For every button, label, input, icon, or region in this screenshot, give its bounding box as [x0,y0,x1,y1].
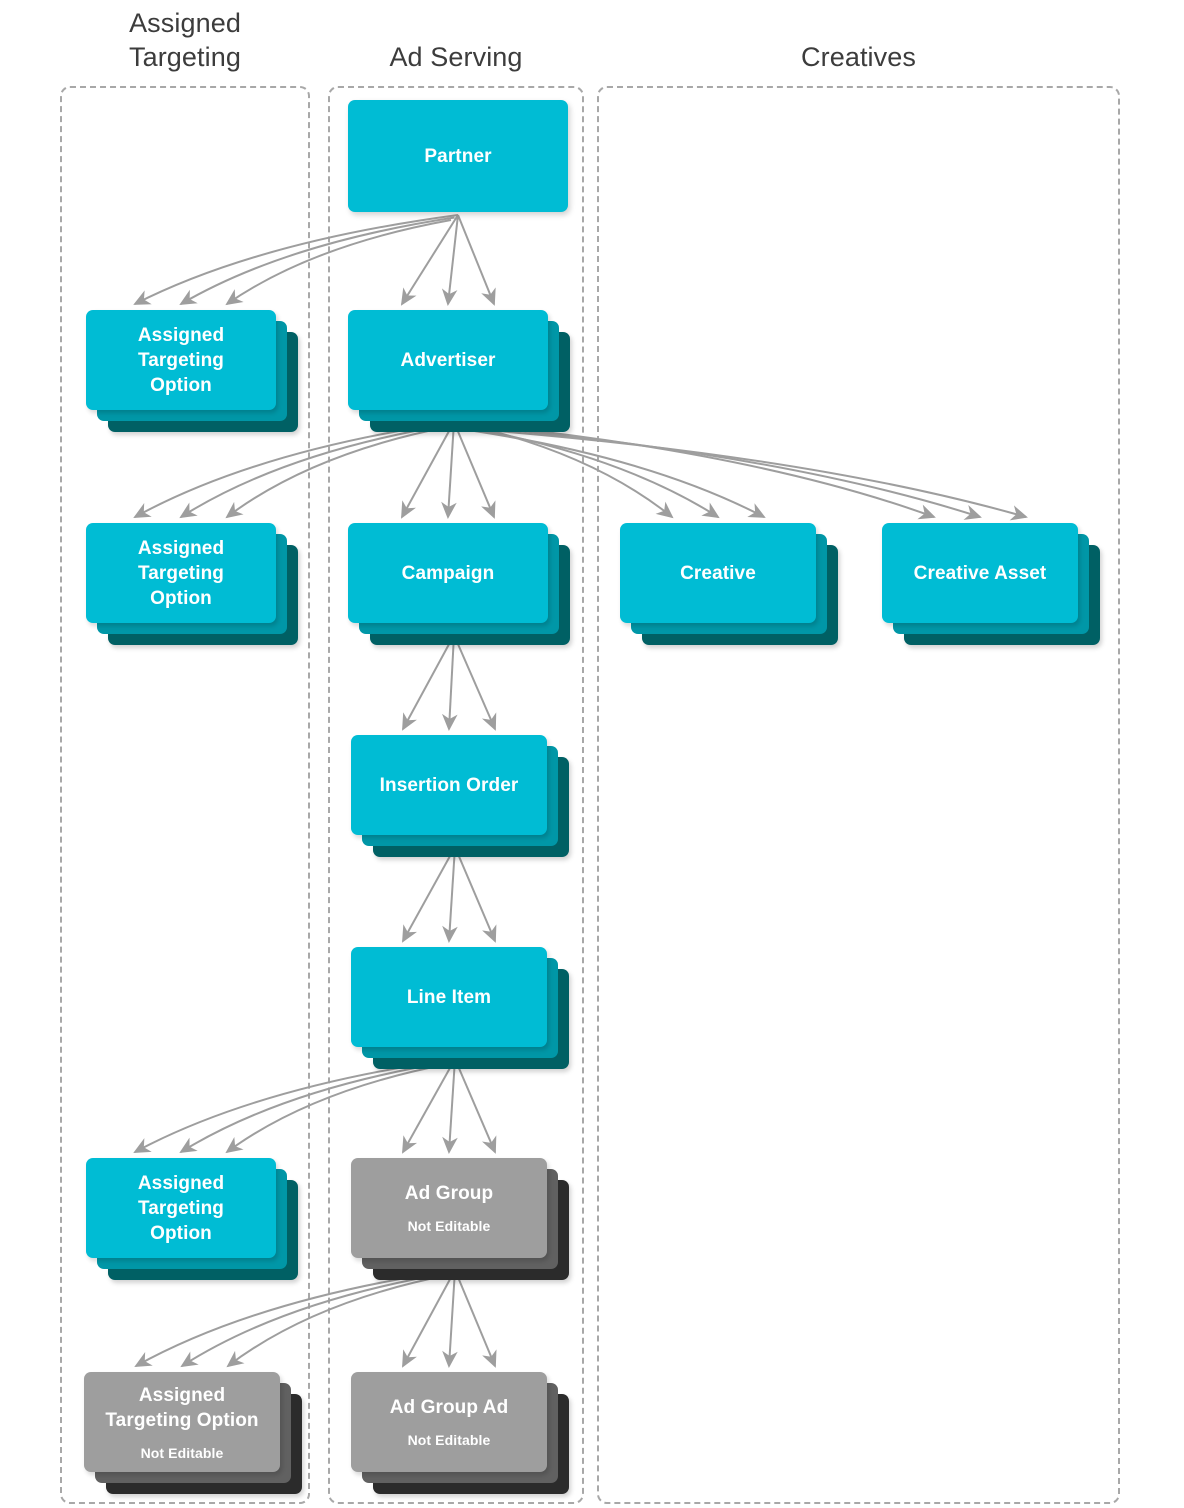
node-title: Assigned Targeting Option [105,1384,259,1431]
node-line-item[interactable]: Line Item [351,947,569,1069]
node-card-assigned-targeting-option-partner[interactable]: Assigned Targeting Option [86,310,276,410]
node-title: Insertion Order [379,774,519,796]
node-advertiser[interactable]: Advertiser [348,310,570,432]
node-assigned-targeting-option-advertiser[interactable]: Assigned Targeting Option [86,523,298,645]
node-card-advertiser[interactable]: Advertiser [348,310,548,410]
node-subtitle: Not Editable [407,1432,491,1448]
node-title: Assigned Targeting Option [137,324,225,396]
node-assigned-targeting-option-lineitem[interactable]: Assigned Targeting Option [86,1158,298,1280]
node-title: Partner [424,145,492,167]
node-title: Advertiser [400,349,496,371]
node-card-insertion-order[interactable]: Insertion Order [351,735,547,835]
node-partner[interactable]: Partner [348,100,590,234]
column-group-creatives [597,86,1120,1504]
node-card-creative-asset[interactable]: Creative Asset [882,523,1078,623]
node-title: Line Item [406,986,492,1008]
column-header-ad-serving: Ad Serving [389,42,523,72]
node-title: Creative [680,562,756,584]
node-title: Ad Group Ad [389,1397,509,1418]
node-card-ad-group-ad[interactable]: Ad Group Ad Not Editable [351,1372,547,1472]
node-insertion-order[interactable]: Insertion Order [351,735,569,857]
node-card-line-item[interactable]: Line Item [351,947,547,1047]
node-subtitle: Not Editable [140,1444,224,1461]
node-creative-asset[interactable]: Creative Asset [882,523,1100,645]
node-subtitle: Not Editable [407,1218,491,1234]
node-ad-group-ad[interactable]: Ad Group Ad Not Editable [351,1372,569,1494]
node-title: Assigned Targeting Option [137,537,225,609]
node-campaign[interactable]: Campaign [348,523,570,645]
node-card-assigned-targeting-option-lineitem[interactable]: Assigned Targeting Option [86,1158,276,1258]
node-card-creative[interactable]: Creative [620,523,816,623]
column-header-creatives: Creatives [801,42,916,72]
node-assigned-targeting-option-partner[interactable]: Assigned Targeting Option [86,310,298,432]
node-card-assigned-targeting-option-advertiser[interactable]: Assigned Targeting Option [86,523,276,623]
column-group-ad-serving [328,86,584,1504]
node-title: Ad Group [404,1183,494,1204]
node-title: Creative Asset [913,562,1047,584]
node-title: Assigned Targeting Option [137,1172,225,1244]
column-group-assigned-targeting [60,86,310,1504]
column-header-assigned-targeting: Assigned Targeting [129,8,241,72]
node-title: Campaign [401,562,495,584]
node-card-campaign[interactable]: Campaign [348,523,548,623]
node-creative[interactable]: Creative [620,523,838,645]
node-card-partner[interactable]: Partner [348,100,568,212]
